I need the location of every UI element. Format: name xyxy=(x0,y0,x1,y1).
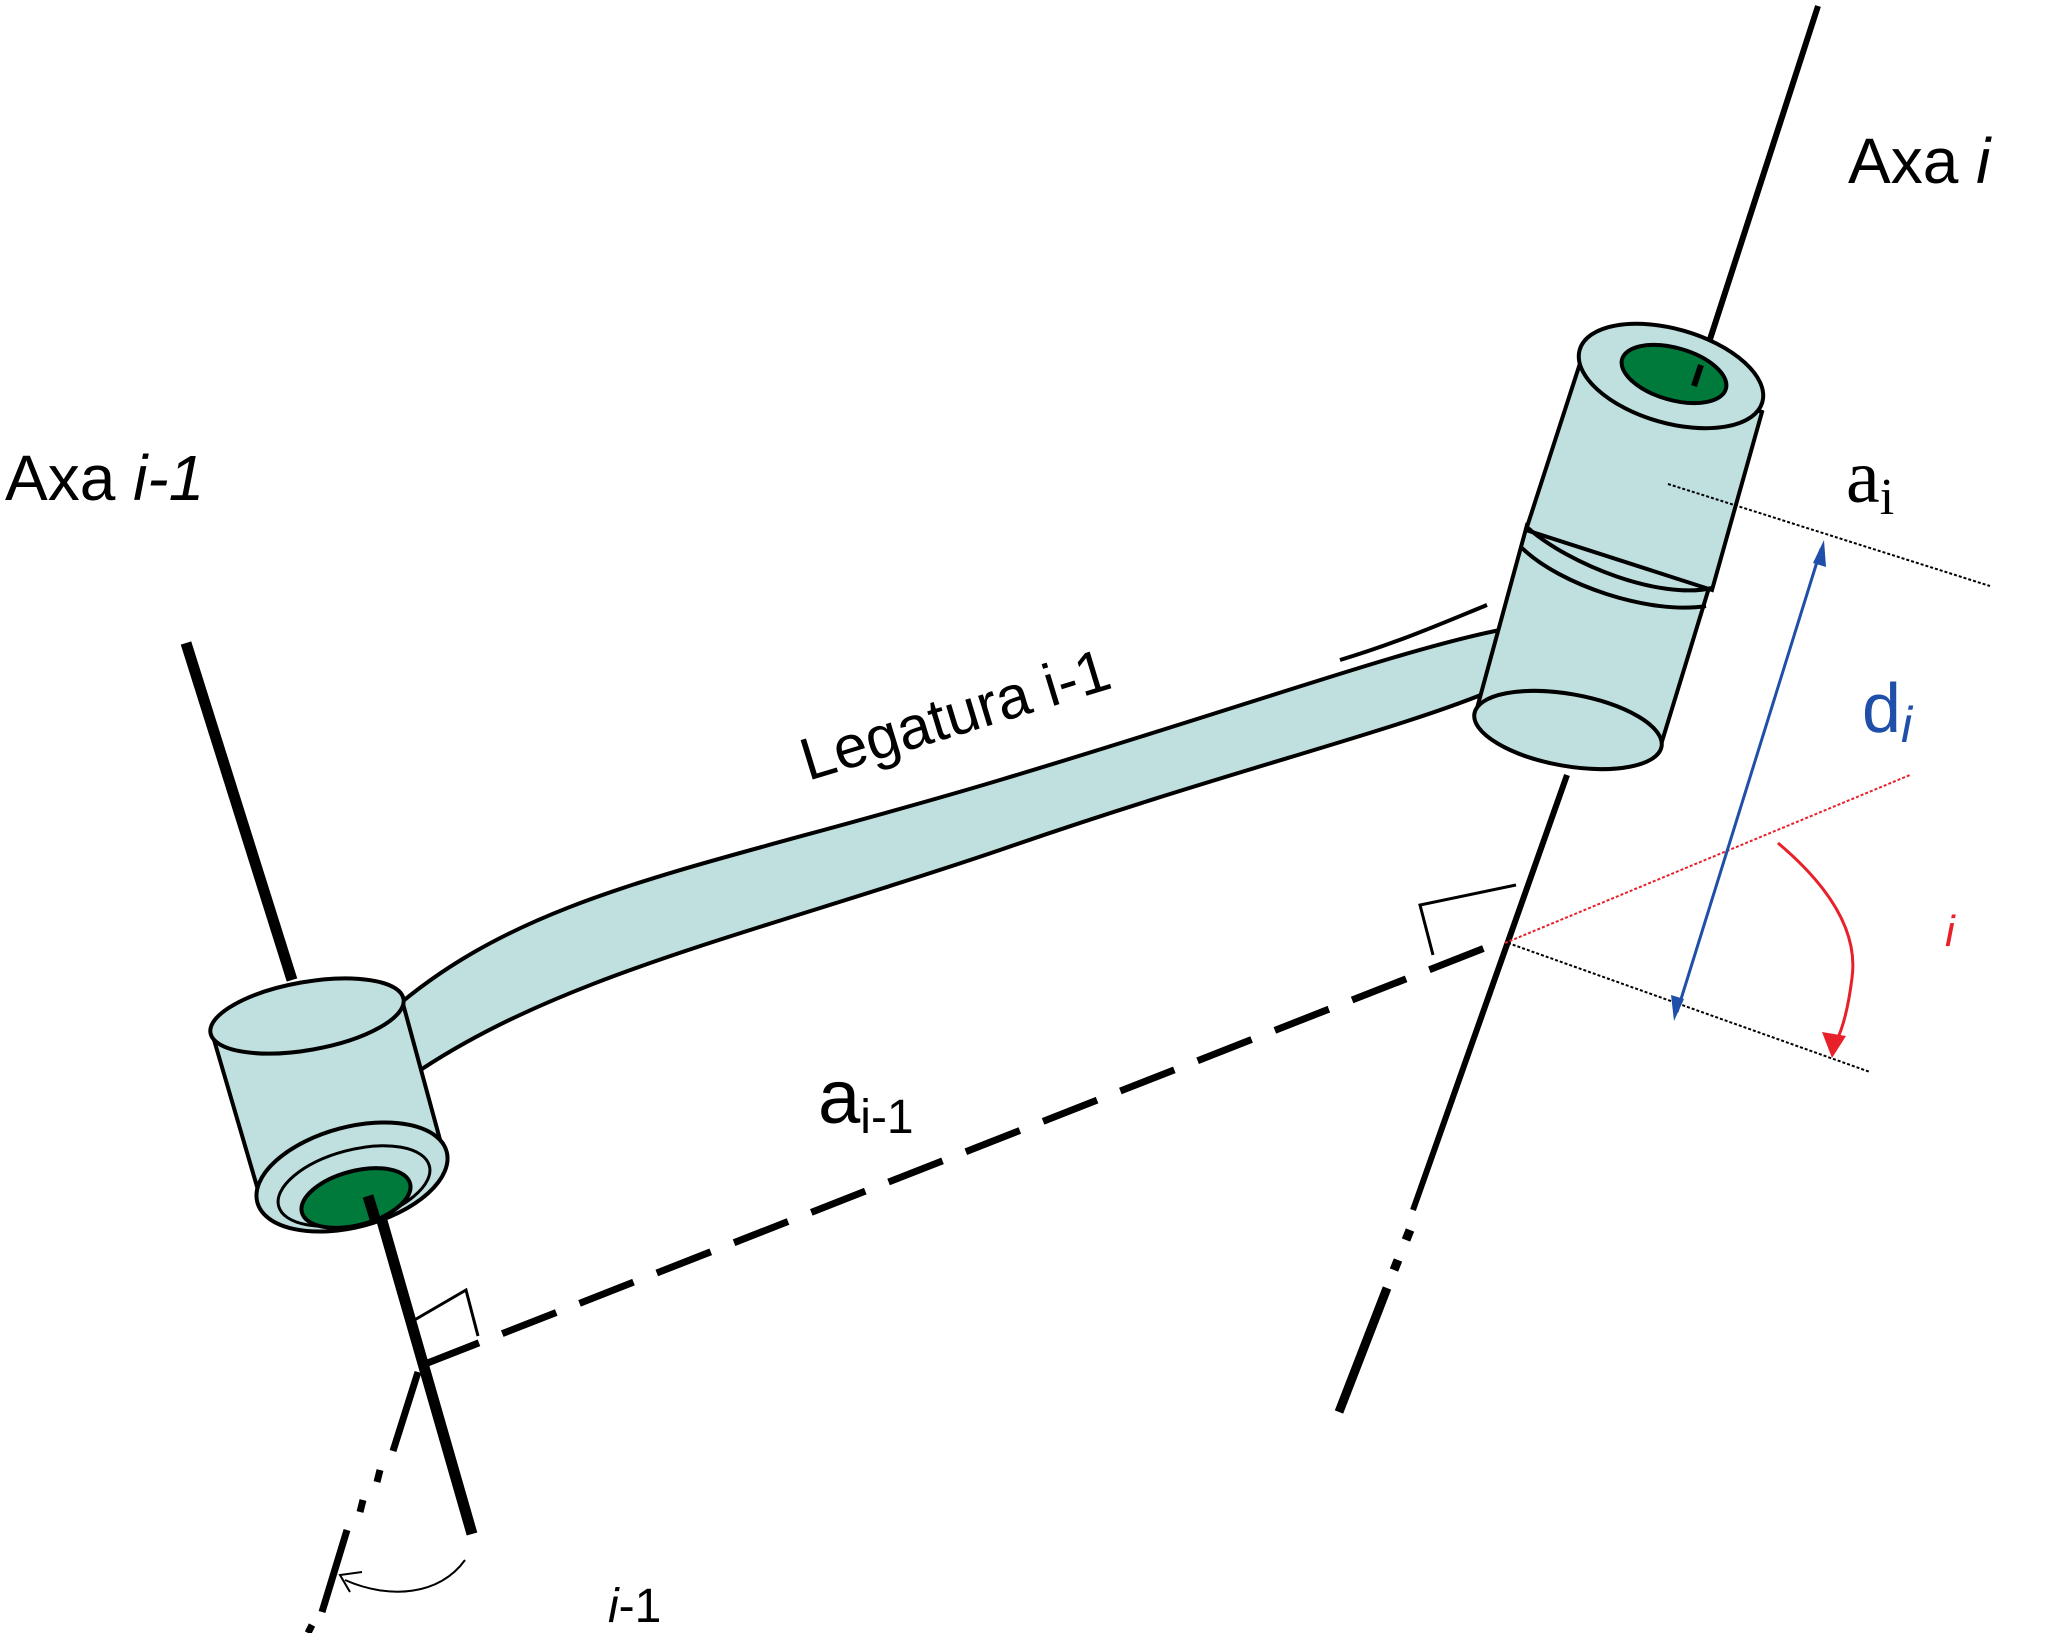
axis-prev-label: Axa i-1 xyxy=(5,442,204,514)
x-prime-red-dotted xyxy=(1504,774,1911,944)
theta-curr-arrow xyxy=(1777,841,1855,1058)
common-normal-prev-dashed xyxy=(423,938,1502,1368)
axis-prev-bore-exit xyxy=(362,1194,382,1224)
a-curr-lower-dotted xyxy=(1507,942,1871,1073)
axis-prev-projection-dashdot xyxy=(304,1370,422,1633)
a-prev-label: ai-1 xyxy=(818,1055,914,1144)
joint-prev-top-face xyxy=(208,976,406,1056)
axis-curr xyxy=(1334,5,1821,1414)
joint-prev-cylinder xyxy=(208,976,450,1234)
d-curr-arrow xyxy=(1671,540,1826,1021)
theta-curr-label: i xyxy=(1945,907,1956,956)
axis-curr-lower-line xyxy=(1410,773,1570,1212)
joint-prev-bore xyxy=(299,1166,413,1230)
joint-curr-lower-bottom xyxy=(1472,688,1664,772)
joint-curr-cylinder xyxy=(1472,321,1766,772)
link-prev-edge xyxy=(1339,603,1488,662)
joint-curr-ring-groove xyxy=(1520,526,1713,610)
common-normal-prev xyxy=(410,883,1517,1368)
a-curr-label: ai xyxy=(1846,435,1894,526)
right-angle-curr xyxy=(1418,883,1517,956)
axis-curr-upper-line xyxy=(1698,5,1821,368)
d-curr-arrow-line xyxy=(1675,548,1823,1013)
axis-curr-bore-stub xyxy=(1691,364,1704,387)
axis-prev-lower-line xyxy=(366,1184,478,1536)
d-curr-arrowhead-top xyxy=(1813,540,1826,567)
theta-curr-arc xyxy=(1777,841,1855,1043)
a-curr-upper-dotted xyxy=(1667,483,1991,587)
d-curr-label: di xyxy=(1862,669,1914,753)
alpha-prev-arrowhead xyxy=(338,1571,363,1593)
alpha-prev-label: i-1 xyxy=(608,1580,661,1633)
right-angle-prev xyxy=(410,1287,480,1337)
axis-curr-label: Axa i xyxy=(1848,125,1992,197)
axis-curr-dashdot xyxy=(1334,1228,1415,1414)
theta-curr-arrowhead xyxy=(1822,1032,1846,1058)
d-curr-arrowhead-bottom xyxy=(1671,995,1684,1021)
joint-curr-bore xyxy=(1619,342,1729,406)
alpha-prev-arc xyxy=(344,1559,466,1593)
axis-prev-upper-line xyxy=(180,641,298,982)
axis-prev xyxy=(180,641,478,1633)
